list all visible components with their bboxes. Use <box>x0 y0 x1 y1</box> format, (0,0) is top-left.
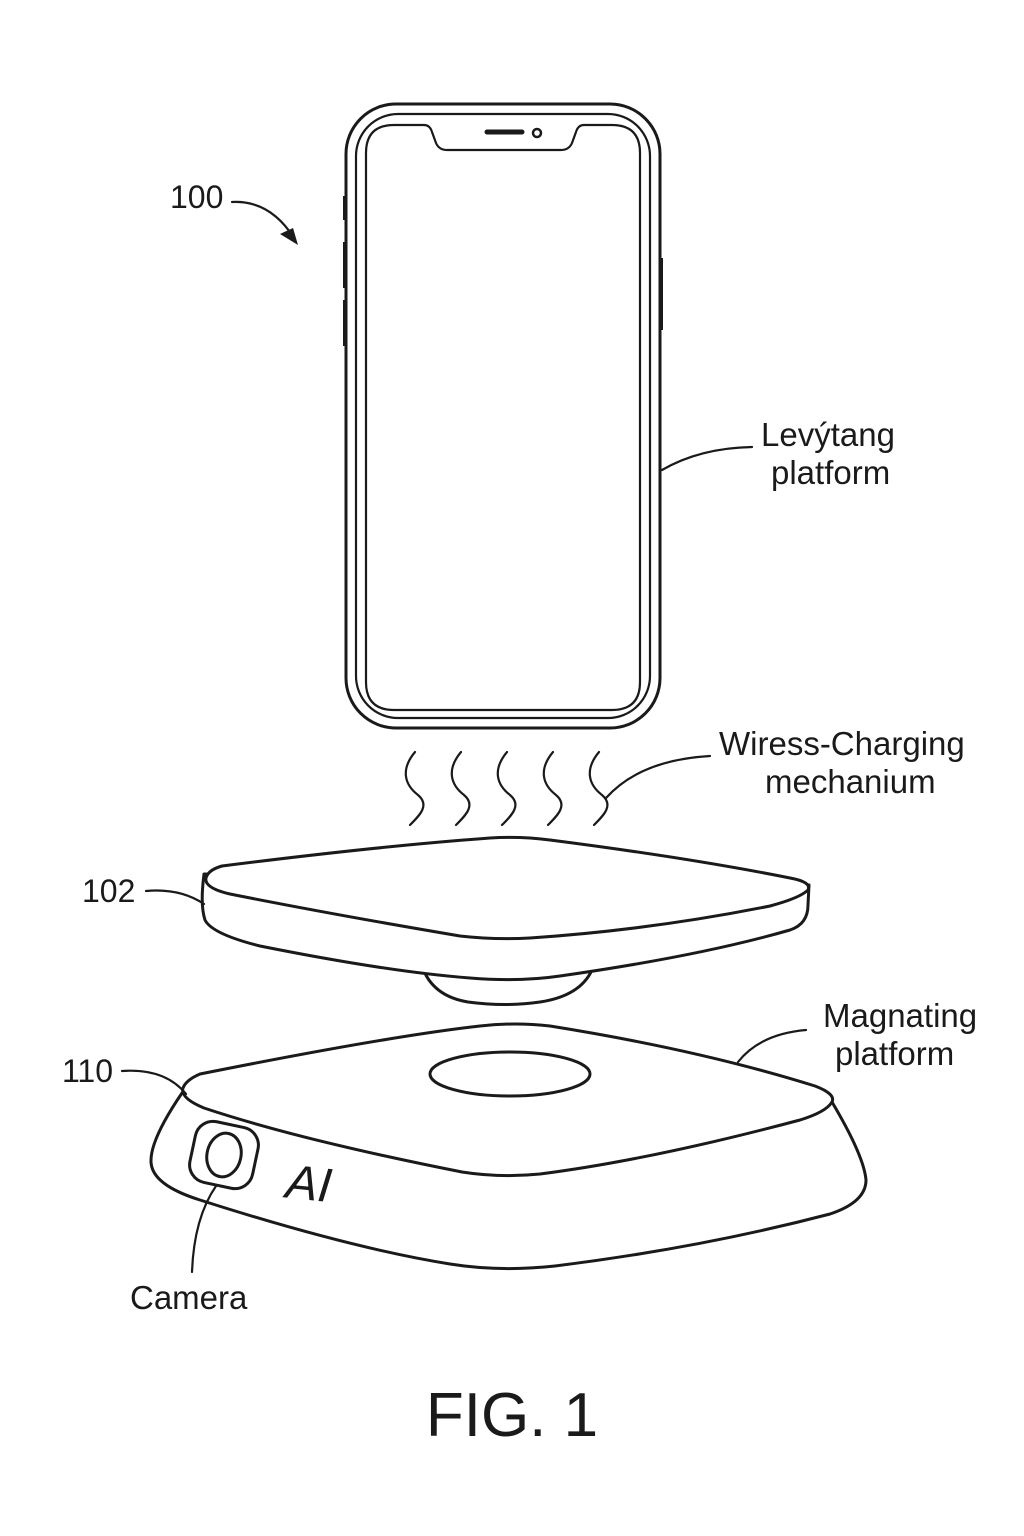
levitating-platform <box>200 835 811 1006</box>
wave-4 <box>542 750 563 827</box>
volume-up-button <box>343 242 347 288</box>
wave-2 <box>450 750 471 827</box>
phone-screen <box>364 123 642 712</box>
base-ai-marking: AI <box>281 1155 335 1213</box>
base-top-surface <box>181 1022 835 1178</box>
front-camera-dot <box>531 127 543 139</box>
leader-line-camera <box>190 1184 218 1274</box>
leader-line-110 <box>120 1069 188 1096</box>
leader-line-102 <box>144 889 206 906</box>
power-button <box>659 258 663 330</box>
callout-charging-line1: Wiress-Charging <box>719 725 965 762</box>
base-magnetic-ring <box>428 1050 592 1098</box>
callout-camera: Camera <box>130 1279 248 1316</box>
wave-5 <box>588 750 609 827</box>
camera-lens-icon <box>205 1131 243 1179</box>
phone-inner-frame <box>354 112 652 720</box>
leader-line-magnetic <box>736 1028 808 1064</box>
magnetic-base: AI <box>149 1022 868 1271</box>
wave-3 <box>496 750 517 827</box>
levitating-platform-top <box>204 835 811 941</box>
mute-switch <box>343 196 347 220</box>
callout-magnetic-line1: Magnating <box>823 997 977 1034</box>
leader-line-levitating <box>660 445 754 472</box>
leader-line-charging <box>604 754 712 800</box>
reference-numeral-110: 110 <box>62 1053 113 1089</box>
wave-1 <box>404 750 425 827</box>
callout-levitating-line1: Levýtang <box>761 416 895 453</box>
smartphone <box>343 102 663 730</box>
callout-magnetic-line2: platform <box>835 1035 954 1072</box>
figure-caption: FIG. 1 <box>426 1381 598 1450</box>
callout-charging-line2: mechanium <box>765 763 936 800</box>
wireless-energy-waves <box>404 750 609 827</box>
reference-numeral-100: 100 <box>170 179 223 215</box>
arrowhead-100 <box>280 228 298 245</box>
callout-levitating-line2: platform <box>771 454 890 491</box>
reference-numeral-102: 102 <box>82 873 135 909</box>
phone-outer-frame <box>344 102 662 730</box>
volume-down-button <box>343 300 347 346</box>
